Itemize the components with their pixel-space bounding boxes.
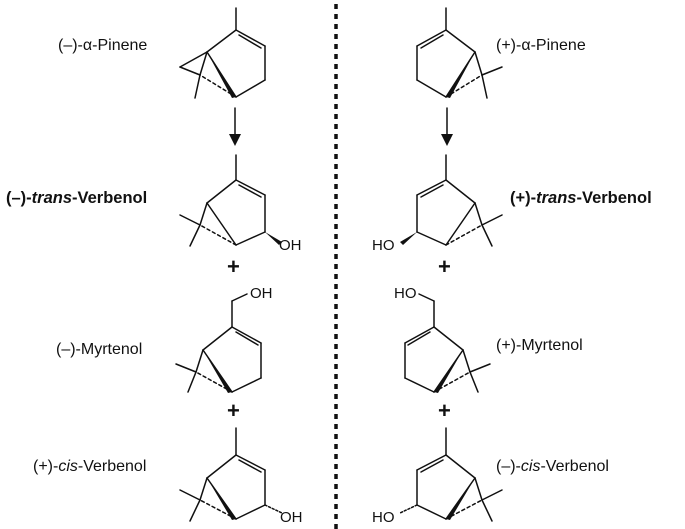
left-myrtenol-structure (175, 293, 262, 393)
right-plus-1: + (438, 254, 451, 279)
left-myrtenol-oh: OH (250, 285, 273, 302)
left-trans-verbenol-structure (179, 154, 282, 247)
left-myrtenol-label: (–)-Myrtenol (56, 341, 143, 358)
right-plus-2: + (438, 398, 451, 423)
left-pinene-structure (179, 7, 266, 99)
left-pinene-label: (–)-α-Pinene (58, 37, 148, 54)
right-cis-verbenol-label: (–)-cis-Verbenol (496, 458, 609, 475)
right-trans-verbenol-label: (+)-trans-Verbenol (510, 189, 652, 207)
right-pinene-structure (416, 7, 503, 99)
left-trans-oh: OH (279, 237, 302, 254)
left-cis-verbenol-label: (+)-cis-Verbenol (33, 458, 147, 475)
right-trans-ho: HO (372, 237, 395, 254)
left-plus-1: + (227, 254, 240, 279)
right-trans-verbenol-structure (400, 154, 503, 247)
left-plus-2: + (227, 398, 240, 423)
right-myrtenol-structure (404, 293, 491, 393)
left-cis-oh: OH (280, 509, 303, 526)
left-cis-verbenol-structure (179, 427, 283, 522)
left-trans-verbenol-label: (–)-trans-Verbenol (6, 189, 148, 207)
right-myrtenol-ho: HO (394, 285, 417, 302)
right-myrtenol-label: (+)-Myrtenol (496, 337, 583, 354)
right-cis-verbenol-structure (399, 427, 503, 522)
right-cis-ho: HO (372, 509, 395, 526)
right-pinene-label: (+)-α-Pinene (496, 37, 586, 54)
